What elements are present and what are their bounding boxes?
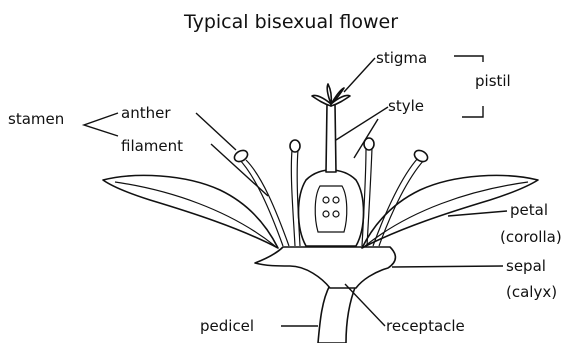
label-corolla: (corolla) xyxy=(500,228,562,246)
stigma-leader xyxy=(344,58,375,92)
petal-leader xyxy=(448,211,507,216)
left-petal xyxy=(103,175,278,248)
style-column xyxy=(326,104,336,172)
stamen-bracket xyxy=(84,113,118,136)
style-leader xyxy=(336,107,388,140)
receptacle-shape xyxy=(255,247,395,288)
label-filament: filament xyxy=(121,137,183,155)
sepal-leader xyxy=(392,266,503,267)
label-anther: anther xyxy=(121,104,171,122)
pistil-bracket-top xyxy=(454,56,483,62)
diagram-title: Typical bisexual flower xyxy=(183,11,398,33)
label-pedicel: pedicel xyxy=(200,317,254,335)
pedicel-stalk xyxy=(318,285,356,343)
label-petal: petal xyxy=(510,201,548,219)
label-calyx: (calyx) xyxy=(506,283,557,301)
label-stigma: stigma xyxy=(376,49,427,67)
label-pistil-group: pistil xyxy=(454,56,511,117)
pistil-bracket-bottom xyxy=(462,106,483,117)
label-pistil: pistil xyxy=(475,72,511,90)
label-style-group: style xyxy=(336,97,424,140)
label-sepal-group: sepal (calyx) xyxy=(392,257,557,301)
label-pedicel-group: pedicel xyxy=(200,317,318,335)
label-stamen-group: stamen xyxy=(8,110,118,136)
stigma-lobes xyxy=(312,84,350,106)
receptacle-leader xyxy=(345,284,385,326)
label-style: style xyxy=(388,97,424,115)
anther-leader xyxy=(196,113,236,150)
label-receptacle-group: receptacle xyxy=(345,284,465,335)
label-stamen: stamen xyxy=(8,110,64,128)
label-stigma-group: stigma xyxy=(344,49,427,92)
ovary xyxy=(299,170,364,246)
label-sepal: sepal xyxy=(506,257,546,275)
label-receptacle: receptacle xyxy=(386,317,465,335)
